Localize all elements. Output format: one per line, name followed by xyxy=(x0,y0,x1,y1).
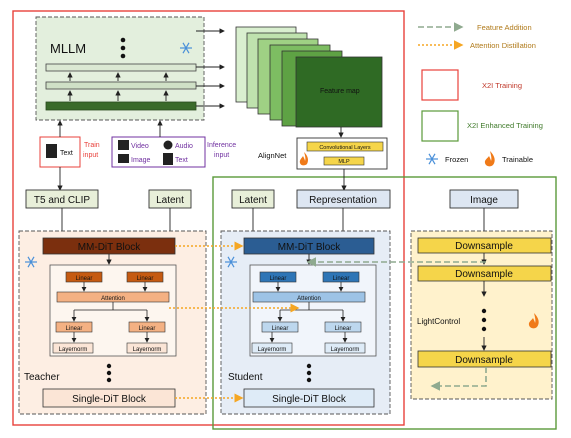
text-label: Text xyxy=(175,157,188,164)
legend-trainable-label: Trainable xyxy=(502,155,533,164)
teacher-attention-label: Attention xyxy=(101,296,125,302)
legend-attention-distillation-label: Attention Distillation xyxy=(470,41,536,50)
teacher-mmdit-label: MM-DiT Block xyxy=(78,242,142,253)
mllm-layer-3 xyxy=(45,101,197,111)
downsample-1 xyxy=(417,237,552,254)
alignnet-label: AlignNet xyxy=(258,151,287,160)
audio-icon xyxy=(163,140,173,150)
teacher-layernorm-a-label: Layernorm xyxy=(59,347,88,353)
student-single-dit-block xyxy=(243,388,375,408)
image-label: Image xyxy=(131,157,151,164)
x2i-enhanced-frame xyxy=(212,176,557,430)
legend-feature-addition-label: Feature Addition xyxy=(477,23,532,32)
lightcontrol-label: LightControl xyxy=(417,317,460,326)
feature-map-label: Feature map xyxy=(320,88,360,95)
legend-flame-icon xyxy=(484,151,495,167)
mlp-label: MLP xyxy=(338,159,350,165)
legend-snowflake-icon xyxy=(426,153,438,165)
image-header-label: Image xyxy=(470,195,498,206)
student-layernorm-b-label: Layernorm xyxy=(331,347,360,353)
legend-x2i-enhanced-label: X2I Enhanced Training xyxy=(467,121,543,130)
student-attention-label: Attention xyxy=(297,296,321,302)
mllm-title: MLLM xyxy=(50,41,86,56)
teacher-linear-b-label: Linear xyxy=(137,276,154,282)
conv-layers-label: Convolutional Layers xyxy=(319,145,371,151)
student-dots xyxy=(306,363,312,383)
flame-icon-alignnet xyxy=(299,152,308,166)
downsample-1-label: Downsample xyxy=(455,241,513,252)
teacher-inner-arrows xyxy=(71,282,150,343)
latent-teacher-header-label: Latent xyxy=(156,195,184,206)
downsample-3 xyxy=(417,350,552,368)
representation-header-label: Representation xyxy=(309,195,377,206)
student-inner-arrows xyxy=(269,282,348,343)
lightcontrol-panel xyxy=(410,230,553,400)
mllm-layer-2 xyxy=(45,81,197,90)
lightcontrol-dots xyxy=(481,308,487,332)
attention-distillation-arrows xyxy=(169,241,300,403)
feature-map-stack xyxy=(235,26,383,128)
text-file-icon-2 xyxy=(163,153,173,165)
student-single-dit-label: Single-DiT Block xyxy=(272,394,347,405)
mllm-output-arrows xyxy=(196,28,225,109)
x2i-training-frame xyxy=(12,10,405,426)
teacher-label: Teacher xyxy=(24,372,60,383)
mllm-layer-1 xyxy=(45,63,197,72)
student-label: Student xyxy=(228,372,263,383)
video-label: Video xyxy=(131,143,149,150)
student-linear-c xyxy=(261,321,299,333)
feature-addition-arrows xyxy=(306,257,487,391)
student-linear-b-label: Linear xyxy=(333,276,350,282)
downsample-2 xyxy=(417,265,552,282)
student-linear-a-label: Linear xyxy=(270,276,287,282)
mllm-internal-arrows xyxy=(67,72,169,101)
student-linear-d xyxy=(324,321,362,333)
student-linear-c-label: Linear xyxy=(272,326,289,332)
audio-label: Audio xyxy=(175,143,193,150)
video-icon xyxy=(118,140,129,150)
inference-input-label-2: input xyxy=(214,152,229,159)
teacher-snowflake-icon xyxy=(25,256,37,268)
student-mmdit-label: MM-DiT Block xyxy=(278,242,342,253)
inference-input-label-1: Inference xyxy=(207,142,236,149)
latent-student-header-label: Latent xyxy=(239,195,267,206)
teacher-layernorm-a xyxy=(52,342,94,354)
student-linear-d-label: Linear xyxy=(335,326,352,332)
student-layernorm-a xyxy=(251,342,293,354)
teacher-linear-d-label: Linear xyxy=(139,326,156,332)
train-input-label-1: Train xyxy=(84,142,100,149)
legend-x2i-enhanced-swatch xyxy=(421,110,459,142)
legend-x2i-training-label: X2I Training xyxy=(482,81,522,90)
teacher-linear-c-label: Linear xyxy=(66,326,83,332)
mlp-box xyxy=(323,156,365,166)
teacher-dots xyxy=(106,363,112,383)
downsample-3-label: Downsample xyxy=(455,355,513,366)
representation-header-box xyxy=(296,189,391,209)
train-text-label: Text xyxy=(60,150,73,157)
teacher-linear-a-label: Linear xyxy=(76,276,93,282)
lightcontrol-flame-icon xyxy=(528,313,539,329)
student-layernorm-b xyxy=(324,342,366,354)
teacher-layernorm-b xyxy=(126,342,168,354)
student-snowflake-icon xyxy=(225,256,237,268)
text-file-icon xyxy=(46,144,57,158)
legend-frozen-label: Frozen xyxy=(445,155,468,164)
teacher-single-dit-label: Single-DiT Block xyxy=(72,394,147,405)
legend-x2i-training-swatch xyxy=(421,69,459,101)
mllm-dots xyxy=(120,37,126,59)
image-icon xyxy=(118,154,129,163)
conv-layers-box xyxy=(306,141,384,152)
student-layernorm-a-label: Layernorm xyxy=(258,347,287,353)
downsample-2-label: Downsample xyxy=(455,269,513,280)
teacher-layernorm-b-label: Layernorm xyxy=(133,347,162,353)
train-input-label-2: input xyxy=(83,152,98,159)
t5clip-header-label: T5 and CLIP xyxy=(34,195,90,206)
snowflake-icon xyxy=(180,42,192,54)
